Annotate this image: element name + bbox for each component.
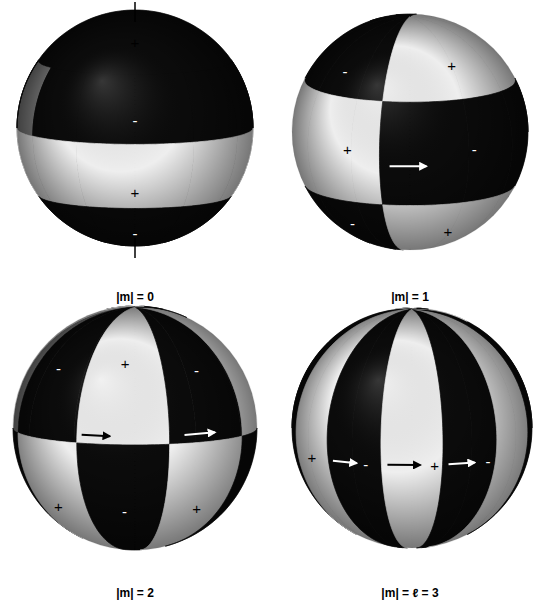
sign-label: -: [363, 456, 368, 471]
sign-label: +: [131, 185, 140, 200]
sign-label: +: [121, 356, 130, 371]
sign-label: -: [133, 226, 138, 241]
sign-label: -: [56, 360, 61, 375]
rotation-arrow: [387, 464, 420, 466]
rotation-arrow: [390, 165, 427, 167]
sphere-shading: [292, 14, 528, 250]
rotation-arrow: [449, 463, 475, 465]
sphere-base: [13, 306, 257, 550]
sign-label: -: [350, 215, 355, 230]
caption-label: |m| = 2: [116, 587, 154, 599]
sphere: [17, 10, 253, 246]
caption-label: |m| = ℓ = 3: [381, 587, 438, 599]
sphere-region: [17, 10, 253, 246]
sign-label: +: [430, 457, 439, 472]
sign-label: -: [472, 141, 477, 156]
sphere-base: [17, 10, 253, 246]
sphere: [13, 306, 257, 550]
sign-label: -: [342, 63, 347, 78]
sphere-base: [292, 308, 532, 548]
sign-label: +: [447, 58, 456, 73]
sphere-base: [292, 14, 528, 250]
sign-label: +: [131, 34, 140, 49]
sign-label: -: [133, 112, 138, 127]
sign-label: +: [54, 499, 63, 514]
sphere-shading: [292, 308, 532, 548]
sphere: [292, 14, 528, 250]
sign-label: +: [307, 450, 316, 465]
rotation-arrow: [82, 435, 110, 436]
rotation-arrow: [185, 432, 215, 435]
caption-label: |m| = 1: [391, 291, 429, 303]
caption-label: |m| = 0: [116, 291, 154, 303]
rotation-arrow: [333, 461, 357, 463]
pole-axis-tick: [134, 2, 136, 22]
sign-label: +: [192, 501, 201, 516]
sign-label: -: [194, 362, 199, 377]
sphere-shading: [13, 306, 257, 550]
sphere-region: [13, 306, 257, 550]
sign-label: -: [122, 504, 127, 519]
sphere-shading: [17, 10, 253, 246]
sphere: [292, 308, 532, 548]
sign-label: +: [343, 141, 352, 156]
pole-axis-tick: [134, 238, 136, 258]
sign-label: -: [485, 454, 490, 469]
sign-label: +: [443, 224, 452, 239]
